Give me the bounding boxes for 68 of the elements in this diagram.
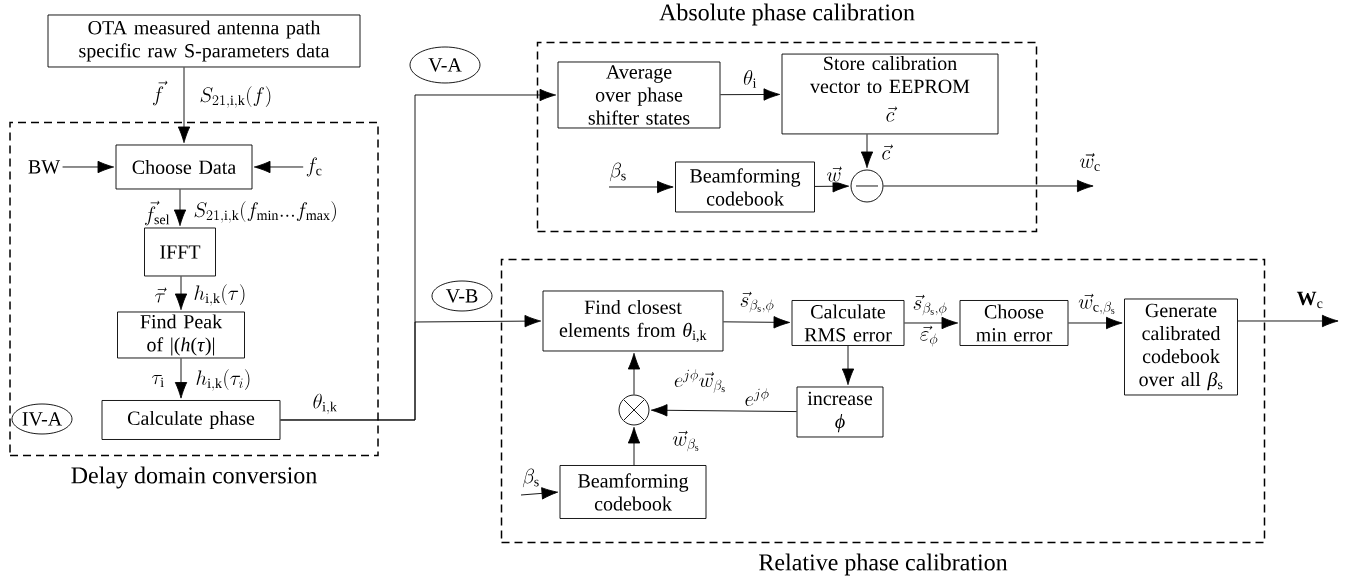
- arrow: [841, 345, 855, 386]
- arrow: [723, 316, 791, 329]
- node-label: Relative phase calibration: [759, 553, 1008, 576]
- section-tag: IV-A: [11, 403, 73, 435]
- edge-label: $\vec{w}_{\beta_{\mathrm{s}}}$: [671, 429, 701, 453]
- section-tag: V-B: [431, 280, 493, 312]
- input-label: $f_{\mathrm{c}}$: [306, 157, 322, 177]
- signal-label: $\vec{f}_{\mathrm{sel}}$: [145, 200, 170, 226]
- edge-label: $S_{21,\mathrm{i,k}}(f_{\mathrm{min}}...f_{\mathrm{max}})$: [192, 200, 339, 224]
- arrow: [904, 316, 959, 330]
- edge-label: $\vec{w}_{\mathrm{c}}$: [1078, 152, 1102, 172]
- process-box: Find Peak of |(h(τ)|: [117, 311, 245, 359]
- process-box: Beamforming codebook: [675, 161, 815, 213]
- edge-label: $\vec{c}$: [880, 143, 894, 161]
- arrow: [860, 133, 874, 169]
- arrow: [720, 88, 781, 101]
- process-box: OTA measured antenna path specific raw S-parameters data: [47, 14, 361, 68]
- arrow: [177, 67, 191, 144]
- arrow: [627, 426, 641, 466]
- node-label: Delay domain conversion: [71, 466, 317, 489]
- edge-label: $\vec{w}$: [825, 165, 843, 183]
- process-box: IFFT: [144, 227, 216, 277]
- arrow: [1237, 314, 1339, 328]
- section-tag: V-A: [409, 46, 481, 84]
- arrow: [883, 179, 1094, 193]
- edge-label: $S_{21,\mathrm{i,k}}(f)$: [198, 85, 274, 109]
- subtractor-circle: [850, 169, 884, 203]
- arrow: [650, 404, 797, 417]
- arrow: [173, 189, 187, 227]
- arrow: [814, 180, 850, 193]
- edge-label: $e^{j\phi}\vec{w}_{\beta_{\mathrm{s}}}$: [672, 368, 728, 394]
- edge-label: $\theta_{\mathrm{i}}$: [742, 69, 758, 89]
- signal-label: $\tau_{\mathrm{i}}$: [151, 374, 164, 387]
- arrow: [174, 276, 188, 311]
- arrow: [174, 358, 188, 399]
- process-box: Calculate phase: [101, 400, 281, 440]
- edge-label: $\vec{s}_{\beta_{\mathrm{s}},\phi}$: [911, 293, 949, 317]
- edge-label: $\beta_{\mathrm{s}}$: [608, 161, 628, 183]
- edge-label: $\theta_{\mathrm{i,k}}$: [311, 392, 339, 416]
- arrow: [280, 314, 542, 421]
- signal-label: $\vec{\varepsilon}_{\phi}$: [920, 325, 938, 347]
- edge-label: $\mathbf{W}_{\mathrm{c}}$: [1295, 290, 1325, 310]
- multiplier-circle: [618, 394, 650, 426]
- arrow: [520, 487, 559, 500]
- edge-label: $\beta_{\mathrm{s}}$: [521, 467, 541, 489]
- edge-label: $h_{\mathrm{i,k}}(\tau_{i})$: [194, 368, 253, 392]
- process-box: Find closest elements from θ$_{i,k}$: [542, 290, 724, 352]
- process-box: Calculate RMS error: [791, 300, 905, 346]
- process-box: Beamforming codebook: [559, 465, 707, 519]
- edge-label: $e^{j\phi}$: [743, 387, 771, 407]
- signal-label: $\vec{c}$: [886, 106, 898, 122]
- process-box: increase ϕ: [796, 386, 884, 438]
- edge-label: $\vec{s}_{\beta_{\mathrm{s}},\phi}$: [738, 290, 776, 314]
- arrow: [62, 160, 115, 174]
- edge-label: $h_{\mathrm{i,k}}(\tau)$: [192, 283, 248, 307]
- arrow: [253, 160, 304, 174]
- arrow: [1068, 316, 1123, 330]
- input-label: BW: [28, 160, 61, 174]
- process-box: Average over phase shifter states: [557, 61, 721, 129]
- arrow: [627, 352, 641, 395]
- signal-label: $\vec{f}$: [152, 80, 168, 106]
- edge-label: $\vec{w}_{\mathrm{c},\beta_{\mathrm{s}}}$: [1077, 292, 1117, 316]
- arrow: [608, 180, 674, 194]
- process-box: Choose Data: [115, 144, 253, 190]
- node-label: Absolute phase calibration: [659, 3, 915, 26]
- process-box: Choose min error: [959, 300, 1069, 346]
- signal-label: $\vec{\tau}$: [155, 287, 167, 303]
- process-box: Generate calibrated codebook over all β$_{s}$: [1124, 298, 1238, 396]
